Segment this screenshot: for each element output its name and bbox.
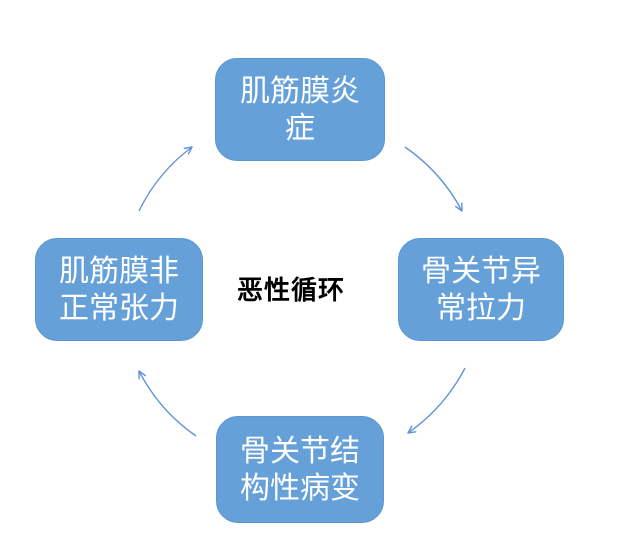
node-label-line: 肌筋膜非 [59, 253, 179, 289]
node-label-line: 肌筋膜炎 [240, 73, 360, 109]
arrow-top-to-right [404, 146, 463, 212]
arrow-right-to-bottom [407, 367, 466, 434]
node-label-line: 症 [285, 110, 315, 146]
node-joint-structural-lesion: 骨关节结 构性病变 [216, 416, 384, 523]
node-label-line: 骨关节异 [421, 253, 541, 289]
node-label-line: 正常张力 [59, 290, 179, 326]
cycle-center-label: 恶性循环 [236, 275, 345, 306]
node-abnormal-myofascial-tension: 肌筋膜非 正常张力 [35, 238, 203, 341]
node-label-line: 骨关节结 [240, 433, 360, 469]
node-label-line: 构性病变 [240, 470, 360, 506]
node-myofascial-inflammation: 肌筋膜炎 症 [215, 58, 385, 161]
node-abnormal-joint-pull: 骨关节异 常拉力 [398, 238, 564, 341]
arrow-bottom-to-left [138, 370, 197, 437]
arrow-left-to-top [138, 146, 193, 212]
node-label-line: 常拉力 [436, 290, 526, 326]
